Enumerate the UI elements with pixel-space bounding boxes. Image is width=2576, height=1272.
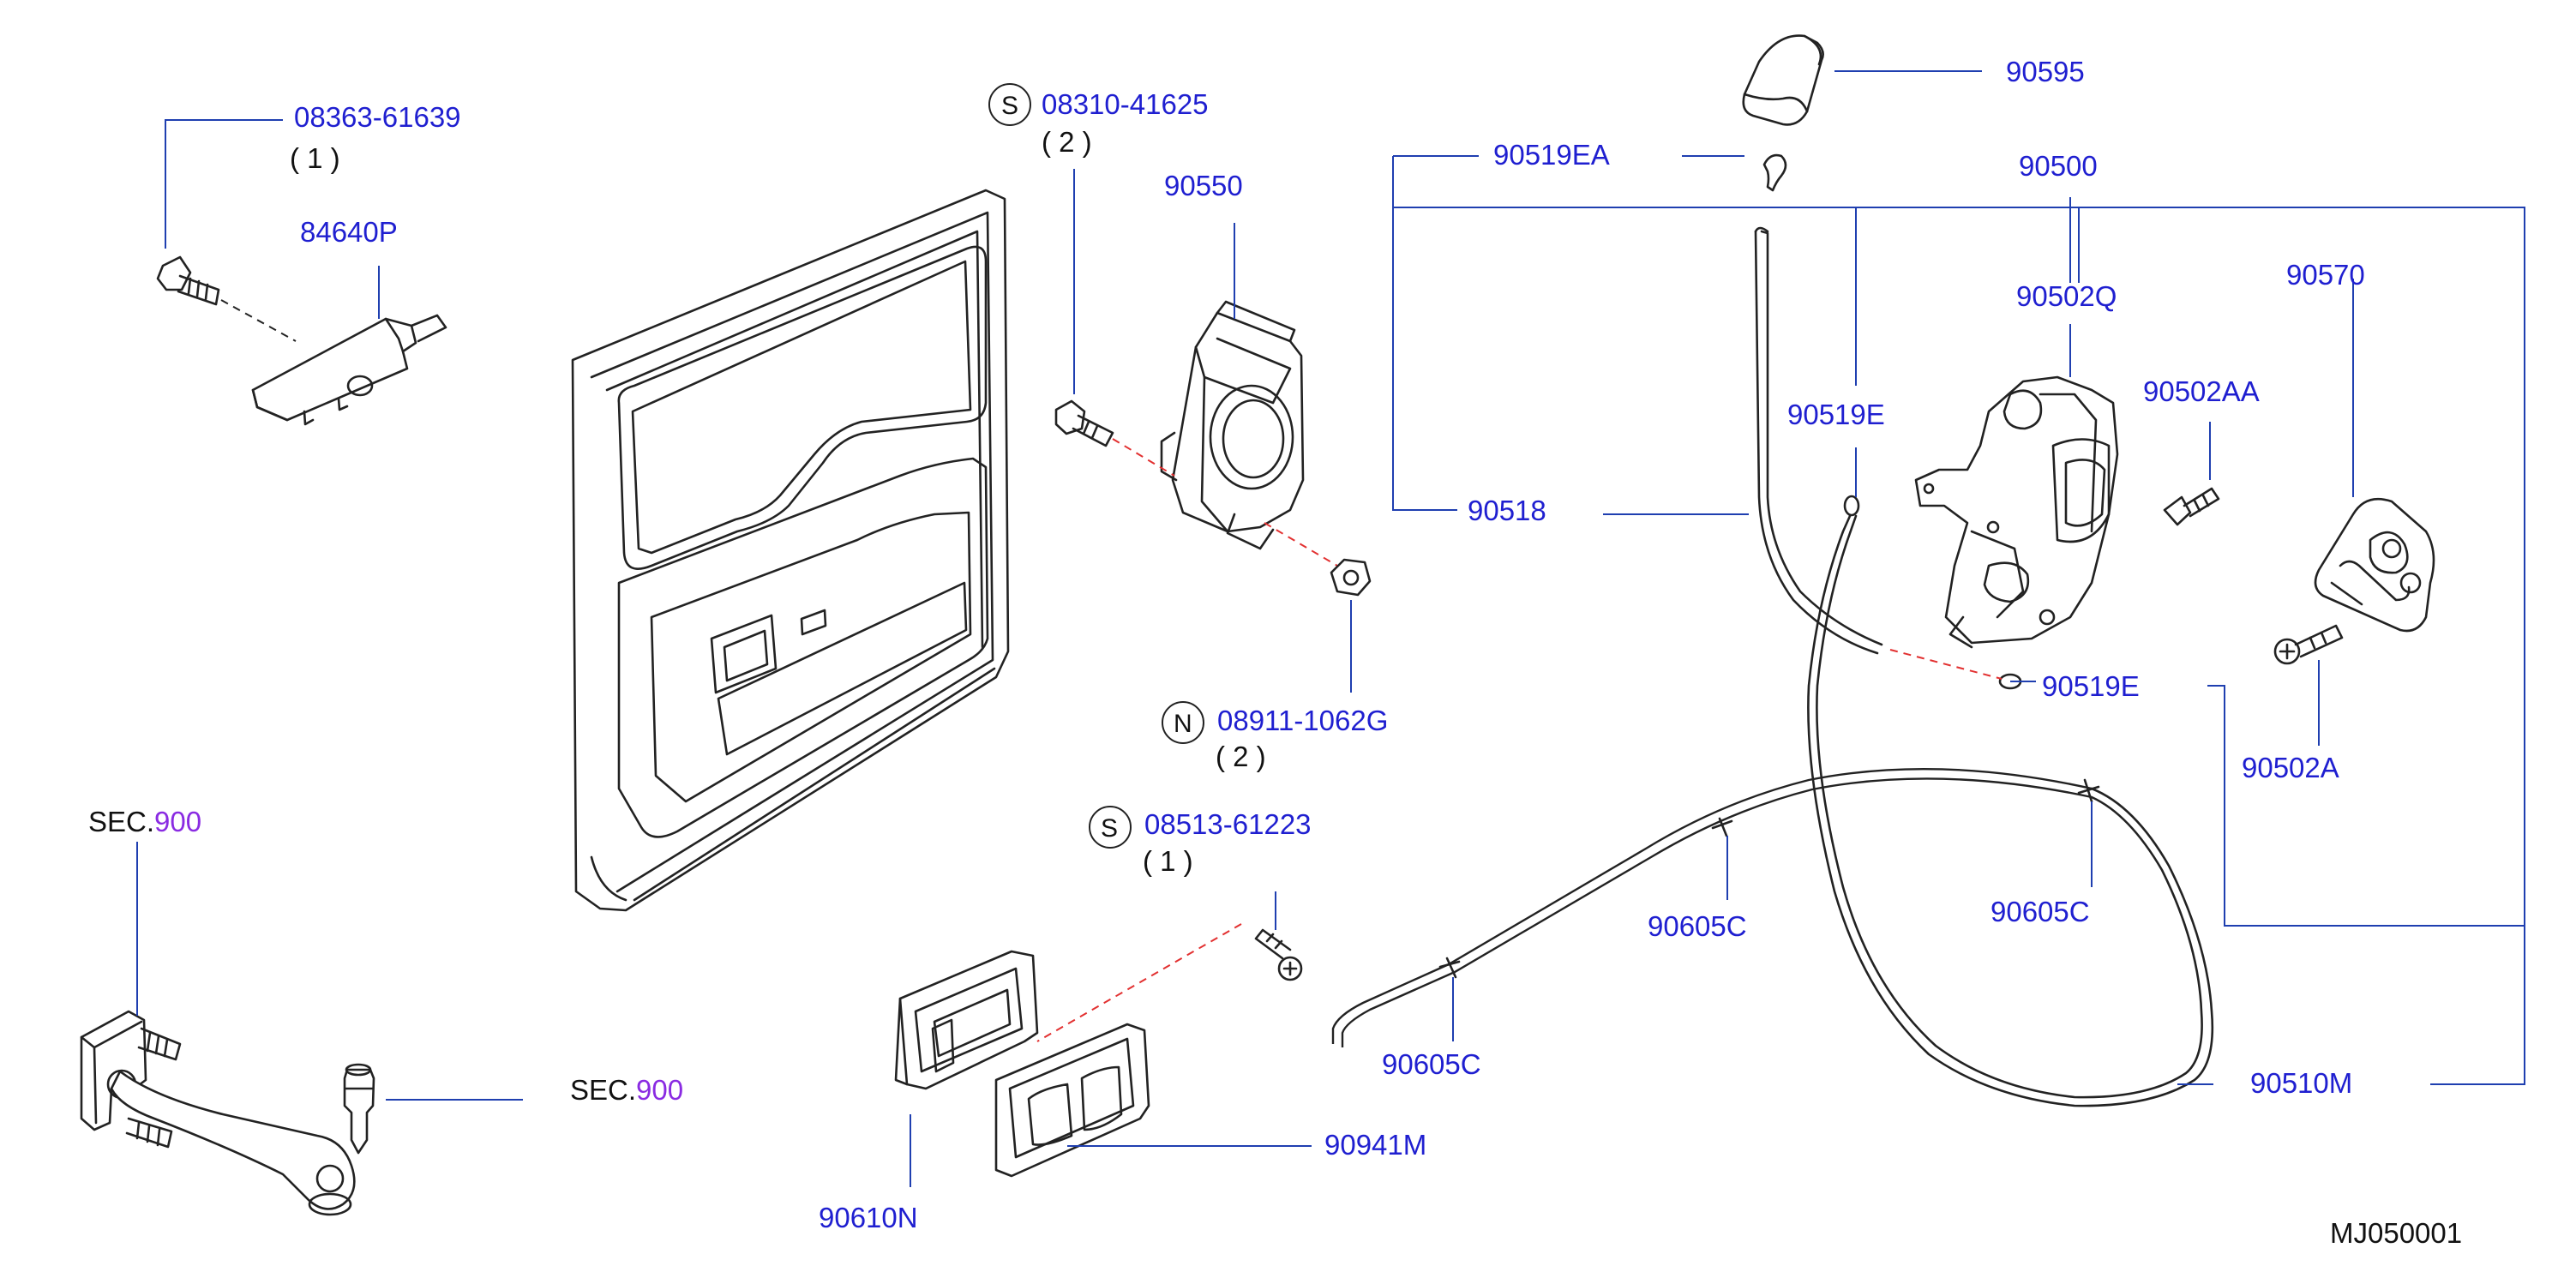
check-link-pin: [343, 1063, 375, 1155]
qty-08911: ( 2 ): [1216, 741, 1266, 772]
section-ref-bottom: SEC.900: [570, 1074, 683, 1106]
outside-handle-90610n: [894, 950, 1039, 1090]
label-90605c-left: 90605C: [1382, 1048, 1481, 1080]
label-90595: 90595: [2006, 56, 2085, 87]
label-90519e-lower: 90519E: [2042, 670, 2140, 702]
circle-letter-n-08911: N: [1174, 710, 1192, 738]
door-panel: [571, 189, 1010, 912]
section-ref-top-number: 900: [154, 806, 201, 837]
label-90500: 90500: [2019, 150, 2098, 182]
label-08911-1062g: 08911-1062G: [1217, 705, 1388, 736]
label-84640p: 84640P: [300, 216, 398, 248]
section-ref-top: SEC.900: [88, 806, 201, 837]
door-lock-90502q: [1914, 375, 2119, 649]
cable-clips-90605c: [1438, 778, 2100, 979]
screw-08513: [1254, 928, 1303, 981]
door-check-link: [80, 1010, 356, 1216]
screw-90502a: [2273, 624, 2344, 665]
cable-90510m: [1331, 767, 2093, 1047]
bolt-08363: [156, 255, 220, 306]
label-90502q: 90502Q: [2016, 280, 2117, 312]
label-90570: 90570: [2286, 259, 2365, 291]
label-90502aa: 90502AA: [2143, 375, 2260, 407]
qty-08513: ( 1 ): [1143, 845, 1193, 877]
circle-s-08513: [1089, 806, 1132, 849]
section-ref-bottom-prefix: SEC.: [570, 1074, 636, 1106]
label-08310-41625: 08310-41625: [1042, 88, 1209, 120]
label-08363-61639: 08363-61639: [294, 101, 461, 133]
label-90518: 90518: [1468, 495, 1546, 526]
label-08513-61223: 08513-61223: [1144, 808, 1312, 840]
rod-90519e: [1807, 495, 2214, 1107]
label-90519ea: 90519EA: [1493, 139, 1610, 171]
nut-08911: [1330, 558, 1372, 597]
label-90941m: 90941M: [1324, 1129, 1426, 1161]
escutcheon-90941m: [994, 1023, 1150, 1178]
circle-letter-s-08513: S: [1101, 814, 1118, 843]
section-ref-bottom-number: 900: [636, 1074, 683, 1106]
label-90605c-right: 90605C: [1991, 896, 2090, 927]
circle-letter-s-08310: S: [1001, 92, 1018, 120]
rod-90518: [1754, 226, 1883, 655]
label-90610n: 90610N: [819, 1202, 918, 1233]
actuator-90550: [1160, 300, 1305, 550]
label-90519e-upper: 90519E: [1787, 399, 1885, 430]
label-90502a: 90502A: [2242, 752, 2339, 783]
bolt-08310: [1054, 399, 1114, 447]
striker-90570: [2314, 497, 2435, 633]
circle-s-08310: [988, 83, 1031, 126]
leader-lines: [136, 70, 2525, 1187]
label-90550: 90550: [1164, 170, 1243, 201]
cap-90595: [1742, 34, 1824, 126]
qty-08363: ( 1 ): [290, 142, 340, 174]
hinge-bracket: [251, 314, 447, 426]
label-90510m: 90510M: [2250, 1067, 2352, 1099]
circle-n-08911: [1162, 701, 1204, 744]
qty-08310: ( 2 ): [1042, 126, 1092, 158]
diagram-code: MJ050001: [2330, 1217, 2462, 1249]
section-ref-top-prefix: SEC.: [88, 806, 154, 837]
screw-90502aa: [2163, 487, 2220, 526]
clip-90519ea: [1762, 153, 1787, 192]
label-90605c-mid: 90605C: [1648, 910, 1747, 942]
rod-end-90519e-lower: [1889, 649, 2022, 690]
